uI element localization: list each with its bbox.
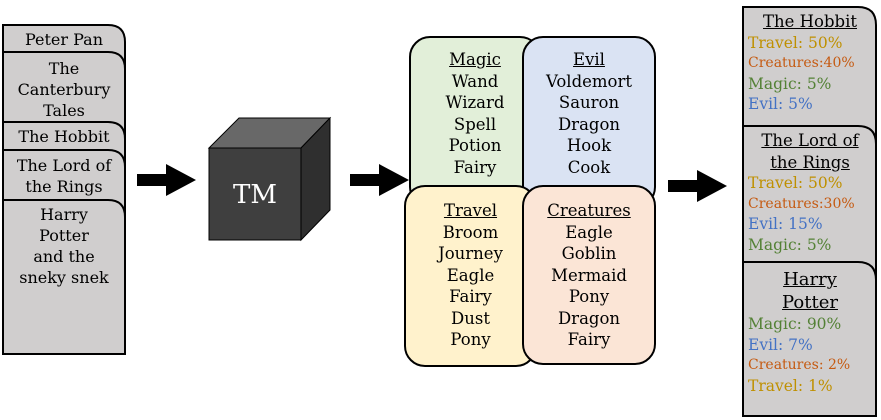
topic-share: Evil: 7%	[748, 335, 813, 354]
input-doc-peter-pan: Peter Pan	[5, 29, 123, 50]
topic-word: Potion	[448, 136, 502, 155]
doc-title-line: sneky snek	[19, 268, 109, 287]
topic-word: Broom	[442, 222, 499, 242]
result-document-stack	[742, 6, 877, 417]
topic-word: Wizard	[445, 93, 505, 112]
topic-word: Eagle	[446, 265, 495, 285]
topic-boxes	[404, 36, 656, 367]
topic-word: Dust	[451, 308, 490, 328]
topic-evil: Evil Voldemort Sauron Dragon Hook Cook	[525, 49, 653, 178]
arrow-right-icon	[137, 164, 196, 196]
result-doc-lord-of-the-rings: The Lord of the Rings Travel: 50% Creatu…	[748, 130, 872, 255]
doc-title-line: the Rings	[25, 177, 103, 196]
input-doc-lord-of-the-rings: The Lord of the Rings	[5, 155, 123, 197]
topic-share: Magic: 5%	[748, 74, 832, 93]
topic-share: Magic: 90%	[748, 315, 842, 333]
topic-word: Voldemort	[545, 71, 633, 91]
topic-word: Fairy	[567, 330, 611, 349]
topic-word: Mermaid	[551, 265, 627, 285]
topic-word: Fairy	[449, 287, 492, 306]
topic-word: Pony	[568, 287, 610, 306]
topic-title: Evil	[573, 50, 605, 69]
topic-share: Travel: 1%	[748, 376, 833, 395]
topic-creatures: Creatures Eagle Goblin Mermaid Pony Drag…	[525, 200, 653, 351]
topic-share: Magic: 5%	[748, 235, 832, 254]
arrow-right-icon	[668, 170, 727, 202]
result-doc-the-hobbit: The Hobbit Travel: 50% Creatures:40% Mag…	[748, 11, 872, 115]
topic-magic: Magic Wand Wizard Spell Potion Fairy	[412, 49, 538, 178]
doc-title-line: Peter Pan	[24, 30, 104, 49]
topic-box-creatures	[522, 185, 656, 365]
topic-model-label: TM	[233, 180, 277, 210]
topic-share: Travel: 50%	[748, 33, 843, 52]
input-doc-harry-potter: Harry Potter and the sneky snek	[5, 204, 123, 288]
topic-title: Magic	[449, 50, 501, 69]
topic-word: Journey	[438, 244, 503, 263]
topic-share: Creatures:40%	[748, 55, 855, 71]
result-doc-harry-potter-shape	[742, 261, 877, 417]
topic-share: Evil: 5%	[748, 95, 813, 113]
doc-title-line: and the	[33, 247, 95, 266]
input-doc-the-hobbit: The Hobbit	[5, 126, 123, 147]
result-doc-harry-potter: Harry Potter Magic: 90% Evil: 7% Creatur…	[748, 268, 872, 396]
topic-share: Creatures: 2%	[748, 357, 851, 373]
doc-title-line: The Hobbit	[18, 127, 110, 146]
doc-title-line: The Lord of	[16, 156, 112, 175]
result-title: The Hobbit	[763, 12, 857, 31]
result-title: Harry	[783, 269, 837, 290]
topic-word: Wand	[451, 71, 499, 91]
arrow-right-icon	[350, 164, 409, 196]
topic-word: Spell	[453, 114, 497, 134]
topic-travel: Travel Broom Journey Eagle Fairy Dust Po…	[407, 200, 534, 351]
topic-word: Eagle	[565, 222, 613, 242]
doc-title-line: Potter	[39, 226, 89, 245]
doc-title-line: Canterbury	[17, 80, 111, 99]
input-document-stack	[2, 24, 126, 355]
doc-title-line: Harry	[40, 205, 88, 224]
topic-word: Pony	[450, 330, 491, 349]
topic-word: Goblin	[561, 244, 617, 263]
doc-title-line: The	[48, 59, 80, 78]
topic-word: Dragon	[557, 308, 621, 328]
topic-word: Dragon	[557, 114, 621, 134]
topic-word: Sauron	[558, 93, 620, 112]
topic-share: Creatures:30%	[748, 195, 855, 212]
topic-share: Travel: 50%	[748, 174, 843, 192]
topic-share: Evil: 15%	[748, 215, 823, 233]
input-doc-harry-potter-shape	[2, 199, 126, 355]
result-title: the Rings	[770, 152, 850, 172]
cube-icon	[207, 116, 332, 242]
topic-word: Fairy	[453, 157, 497, 177]
doc-title-line: Tales	[43, 101, 85, 120]
input-doc-canterbury-tales: The Canterbury Tales	[5, 58, 123, 121]
topic-word: Cook	[567, 157, 611, 177]
topic-title: Creatures	[547, 201, 631, 220]
result-title: The Lord of	[761, 131, 859, 150]
topic-title: Travel	[443, 201, 498, 220]
result-title: Potter	[782, 292, 838, 313]
topic-word: Hook	[566, 136, 612, 155]
